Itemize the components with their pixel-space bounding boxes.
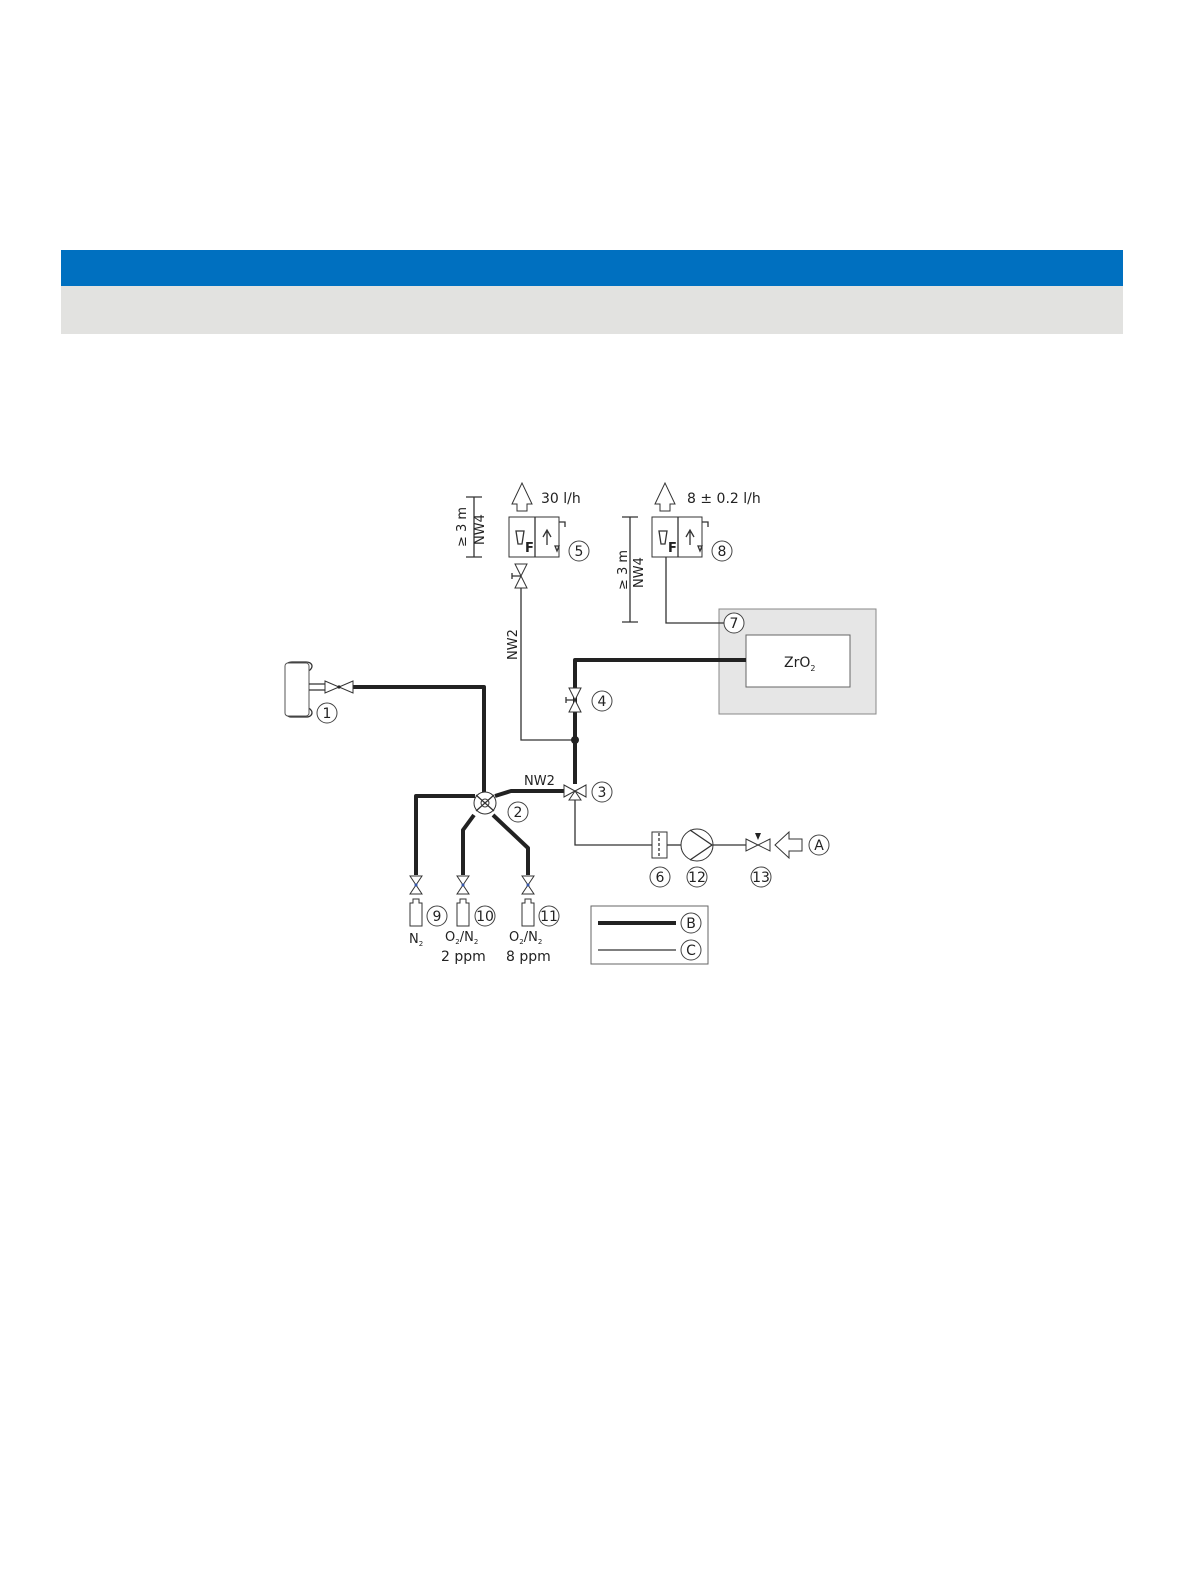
gas-label-n2: N2 [409,932,423,948]
cylinder-o2n2-8ppm [522,876,534,926]
callout-8: 8 [718,544,727,560]
flow-rate-left: 30 l/h [541,491,581,507]
conc-8ppm: 8 ppm [506,949,551,965]
junction-dot [571,736,579,744]
callout-11: 11 [540,909,558,925]
thin-line-analyzer-outlet [666,556,724,623]
cylinder-n2 [410,876,422,926]
inlet-arrow-icon [775,832,802,858]
callout-2: 2 [514,805,523,821]
gas-label-o2n2-b: O2/N2 [509,930,542,946]
sampling-probe-icon [309,684,325,690]
thick-line-2ppm [463,815,474,875]
length-left: ≥ 3 m [455,507,470,547]
callout-12: 12 [688,870,706,886]
thick-line-n2 [416,796,475,875]
flowmeter-5-letter: F [525,541,534,556]
legend-key-thick: B [686,916,696,932]
legend-key-thin: C [686,943,696,959]
gas-label-o2n2-a: O2/N2 [445,930,478,946]
three-way-valve-icon [564,785,586,800]
outlet-arrow-5-icon [512,483,532,511]
callout-10: 10 [476,909,494,925]
pipe-size-right: NW4 [632,557,647,588]
pipe-size-horizontal: NW2 [524,774,555,789]
thick-line-to-valve3 [495,791,564,796]
shutoff-valve-13-icon [746,839,770,851]
callout-4: 4 [598,694,607,710]
callout-1: 1 [323,706,332,722]
callout-3: 3 [598,785,607,801]
conc-2ppm: 2 ppm [441,949,486,965]
callout-6: 6 [656,870,665,886]
callout-5: 5 [575,544,584,560]
outlet-arrow-8-icon [655,483,675,511]
flow-rate-right: 8 ± 0.2 l/h [687,491,761,507]
pipe-size-vertical: NW2 [506,629,521,660]
callout-13: 13 [752,870,770,886]
thick-line-process [351,687,484,796]
callout-9: 9 [433,909,442,925]
flowmeter-8-letter: F [668,541,677,556]
callout-7: 7 [730,616,739,632]
length-right: ≥ 3 m [616,550,631,590]
pipe-size-left: NW4 [473,514,488,545]
cylinder-o2n2-2ppm [457,876,469,926]
thick-line-8ppm [493,815,528,875]
callout-inlet: A [814,838,824,854]
thin-line-to-outlet5 [521,588,575,740]
pump-icon [681,829,713,861]
thin-line-to-filter [575,800,652,845]
process-pipe-body [285,663,309,716]
